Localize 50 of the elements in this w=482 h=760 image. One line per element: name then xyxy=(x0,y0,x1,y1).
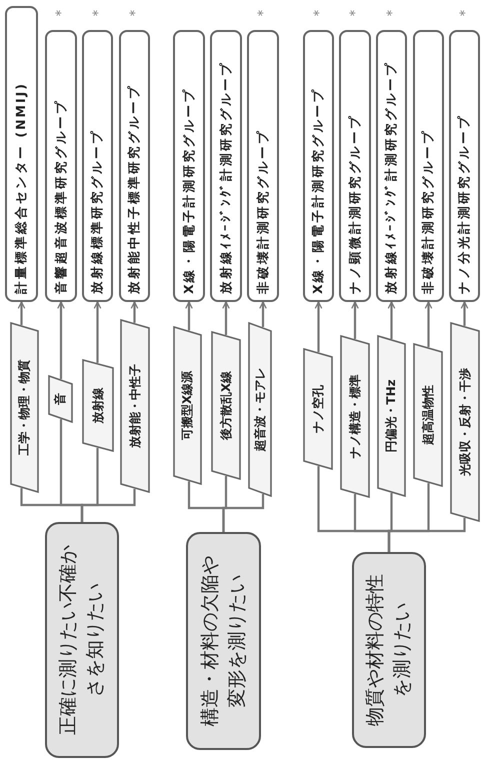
group-box: 放射線標準研究グループ xyxy=(82,30,113,302)
group-box: ナノ顕微計測研究グループ xyxy=(339,30,371,302)
arrow xyxy=(130,301,138,323)
asterisk-mark: ＊ xyxy=(310,5,328,21)
group-box: 放射能中性子標準研究グループ xyxy=(119,30,150,302)
parallelogram-box: ナノ構造・標準 xyxy=(340,335,370,498)
group-box: 計量標準総合センター (NMIJ) xyxy=(5,6,38,302)
connector-line xyxy=(80,488,136,522)
arrow xyxy=(351,301,359,339)
asterisk-mark: ＊ xyxy=(52,5,70,21)
arrow xyxy=(94,301,102,363)
arrow xyxy=(314,301,322,352)
group-box: 放射線ｲﾒｰｼﾞﾝｸﾞ計測研究グループ xyxy=(210,30,242,302)
group-box: X線・陽電子計測研究グループ xyxy=(303,30,334,302)
group-box: 放射線ｲﾒｰｼﾞﾝｸﾞ計測研究グループ xyxy=(376,30,407,302)
arrow xyxy=(222,301,230,335)
group-box: ナノ分光計測研究グループ xyxy=(449,30,480,302)
arrow xyxy=(388,301,396,339)
connector-line xyxy=(388,518,466,552)
group-box: X線・陽電子計測研究グループ xyxy=(173,30,205,302)
parallelogram-box: 放射能・中性子 xyxy=(120,319,150,493)
group-box: 非破壊計測研究グループ xyxy=(247,30,279,302)
arrow xyxy=(57,301,65,380)
parallelogram-box: 放射線 xyxy=(82,359,114,452)
asterisk-mark: ＊ xyxy=(456,5,474,21)
goal-box: 正確に測りたい不確かさを知りたい xyxy=(45,522,119,758)
group-box: 音響超音波標準研究グループ xyxy=(45,30,77,302)
connector-line xyxy=(222,494,264,532)
parallelogram-box: ナノ空孔 xyxy=(303,348,333,470)
parallelogram-box: 超音波・モアレ xyxy=(248,322,272,497)
group-box: 非破壊計測研究グループ xyxy=(413,30,444,302)
parallelogram-box: 円偏光・THz xyxy=(377,335,406,497)
parallelogram-box: 光吸収・反射・干渉 xyxy=(450,322,480,522)
asterisk-mark: ＊ xyxy=(346,5,364,21)
parallelogram-box: 工学・物理・物質 xyxy=(10,322,39,493)
parallelogram-box: 可搬型X線源 xyxy=(173,326,202,485)
arrow xyxy=(259,301,267,327)
parallelogram-box: 超高温物性 xyxy=(413,343,443,487)
asterisk-mark: ＊ xyxy=(254,5,272,21)
parallelogram-box: 音 xyxy=(48,375,73,423)
arrow xyxy=(460,301,468,326)
goal-box: 物質や材料の特性を測りたい xyxy=(352,552,426,748)
asterisk-mark: ＊ xyxy=(88,5,106,21)
arrow xyxy=(424,301,432,348)
arrow xyxy=(18,301,26,326)
asterisk-mark: ＊ xyxy=(382,5,400,21)
goal-box: 構造・材料の欠陥や変形を測りたい xyxy=(186,532,261,750)
asterisk-mark: ＊ xyxy=(126,5,144,21)
parallelogram-box: 後方散乱X線 xyxy=(211,331,241,480)
arrow xyxy=(185,301,193,330)
